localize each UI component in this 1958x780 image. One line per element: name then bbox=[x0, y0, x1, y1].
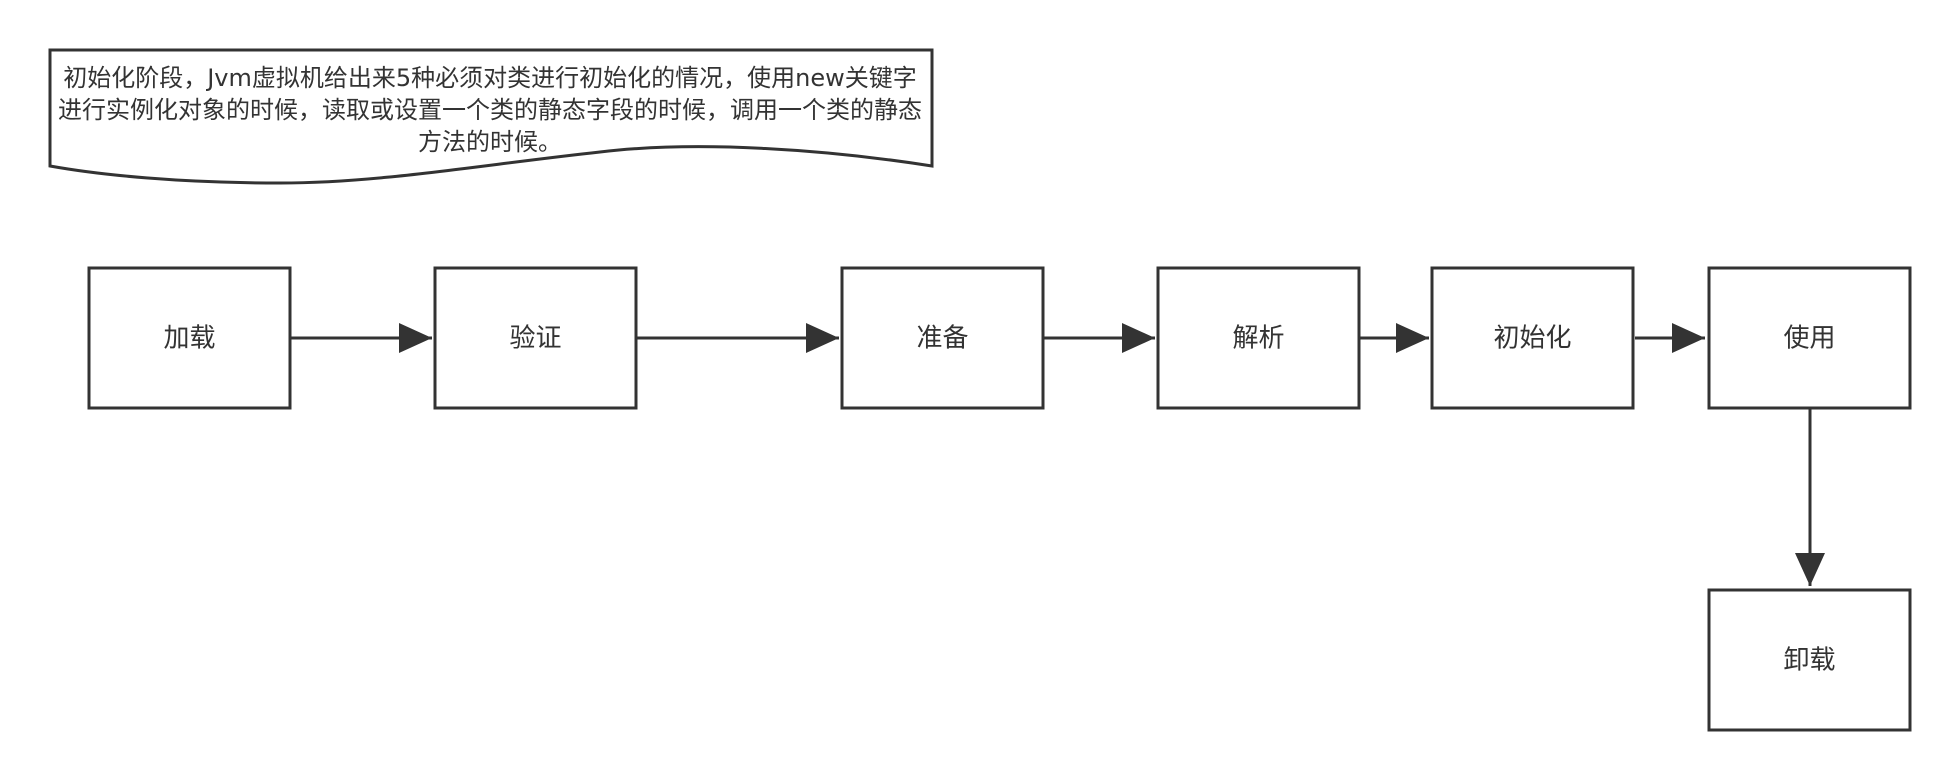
node-resolve-label: 解析 bbox=[1232, 324, 1284, 354]
node-load[interactable]: 加载 bbox=[87, 266, 292, 410]
node-prepare[interactable]: 准备 bbox=[840, 266, 1045, 410]
note-text: 初始化阶段，Jvm虚拟机给出来5种必须对类进行初始化的情况，使用new关键字进行… bbox=[58, 64, 922, 156]
node-verify[interactable]: 验证 bbox=[433, 266, 638, 410]
node-verify-label: 验证 bbox=[509, 324, 561, 354]
node-load-label: 加载 bbox=[163, 324, 215, 354]
node-use-label: 使用 bbox=[1783, 324, 1835, 354]
node-resolve[interactable]: 解析 bbox=[1156, 266, 1361, 410]
note-shape bbox=[48, 48, 934, 185]
node-initialize-label: 初始化 bbox=[1493, 324, 1571, 354]
node-prepare-label: 准备 bbox=[916, 324, 968, 354]
node-initialize[interactable]: 初始化 bbox=[1430, 266, 1635, 410]
node-use[interactable]: 使用 bbox=[1707, 266, 1912, 410]
node-unload-label: 卸载 bbox=[1783, 646, 1835, 676]
node-unload[interactable]: 卸载 bbox=[1707, 588, 1912, 732]
